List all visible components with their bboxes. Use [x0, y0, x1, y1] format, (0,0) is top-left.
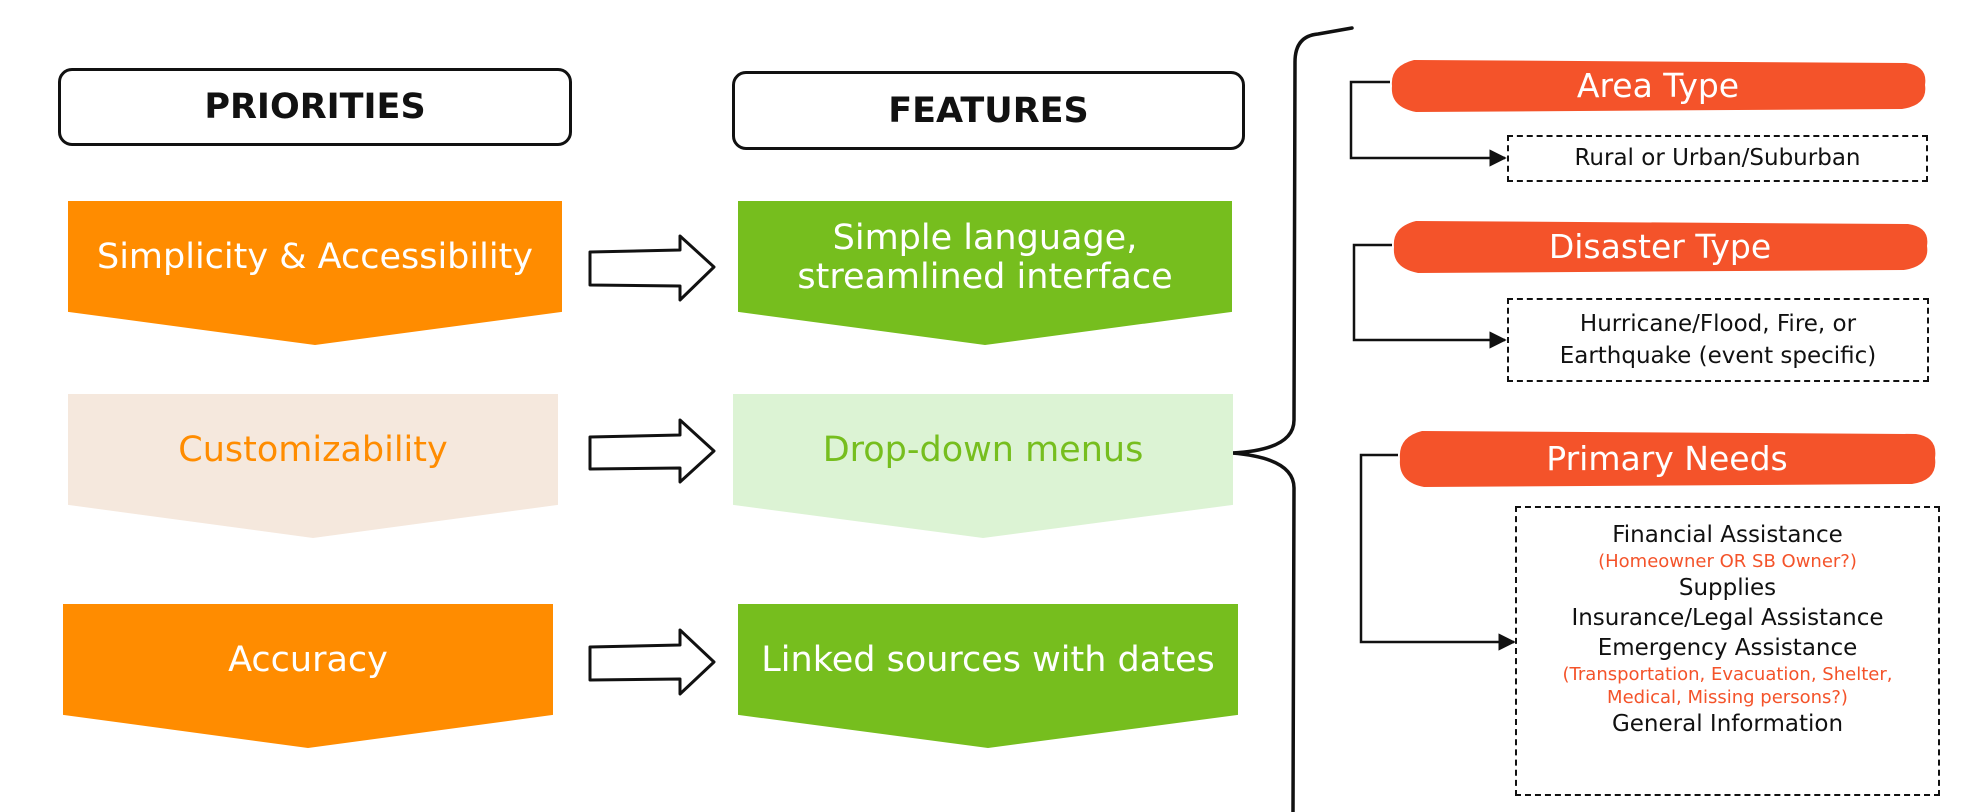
block-arrow-2: [588, 418, 716, 484]
header-features: FEATURES: [732, 71, 1245, 150]
feature-label: Linked sources with dates: [761, 640, 1215, 681]
options-area-type: Rural or Urban/Suburban: [1507, 135, 1928, 182]
option-text: Earthquake (event specific): [1559, 343, 1877, 369]
options-disaster-type: Hurricane/Flood, Fire, or Earthquake (ev…: [1507, 298, 1929, 382]
menu-title: Primary Needs: [1546, 438, 1788, 478]
feature-simple-language: Simple language, streamlined interface: [738, 201, 1232, 345]
menu-title: Area Type: [1576, 65, 1740, 105]
header-priorities: PRIORITIES: [58, 68, 572, 146]
menu-title-area-type: Area Type: [1388, 57, 1928, 113]
menu-title-disaster-type: Disaster Type: [1390, 218, 1930, 274]
need-item: Insurance/Legal Assistance: [1571, 605, 1884, 631]
priority-customizability: Customizability: [68, 394, 558, 538]
priority-label: Accuracy: [228, 640, 388, 681]
priority-label: Simplicity & Accessibility: [96, 237, 533, 278]
block-arrow-3: [588, 628, 716, 696]
connector-disaster-type: [1352, 243, 1507, 349]
curly-brace: [1230, 26, 1354, 812]
menu-title: Disaster Type: [1548, 226, 1772, 266]
need-item: Financial Assistance: [1612, 522, 1843, 548]
priority-simplicity-accessibility: Simplicity & Accessibility: [68, 201, 562, 345]
need-note: (Transportation, Evacuation, Shelter,: [1562, 664, 1893, 685]
menu-title-primary-needs: Primary Needs: [1396, 428, 1938, 488]
need-note: (Homeowner OR SB Owner?): [1598, 551, 1857, 572]
brush-stroke-shape: [1391, 60, 1926, 112]
options-primary-needs: Financial Assistance (Homeowner OR SB Ow…: [1515, 506, 1940, 796]
block-arrow-1: [588, 234, 716, 302]
option-text: Rural or Urban/Suburban: [1574, 145, 1861, 171]
need-note: Medical, Missing persons?): [1607, 687, 1848, 708]
feature-linked-sources: Linked sources with dates: [738, 604, 1238, 748]
connector-area-type: [1349, 80, 1507, 167]
feature-label: Drop-down menus: [822, 430, 1144, 471]
priority-accuracy: Accuracy: [63, 604, 553, 748]
feature-drop-down-menus: Drop-down menus: [733, 394, 1233, 538]
brush-stroke-shape: [1393, 221, 1928, 273]
need-item: General Information: [1611, 711, 1844, 737]
connector-primary-needs: [1359, 453, 1516, 651]
need-item: Emergency Assistance: [1597, 635, 1858, 661]
need-item: Supplies: [1678, 575, 1777, 601]
feature-label-line1: Simple language,: [832, 217, 1138, 258]
option-text: Hurricane/Flood, Fire, or: [1579, 311, 1857, 337]
priority-label: Customizability: [178, 430, 448, 471]
feature-label-line2: streamlined interface: [797, 257, 1173, 297]
brush-stroke-shape: [1399, 431, 1936, 487]
